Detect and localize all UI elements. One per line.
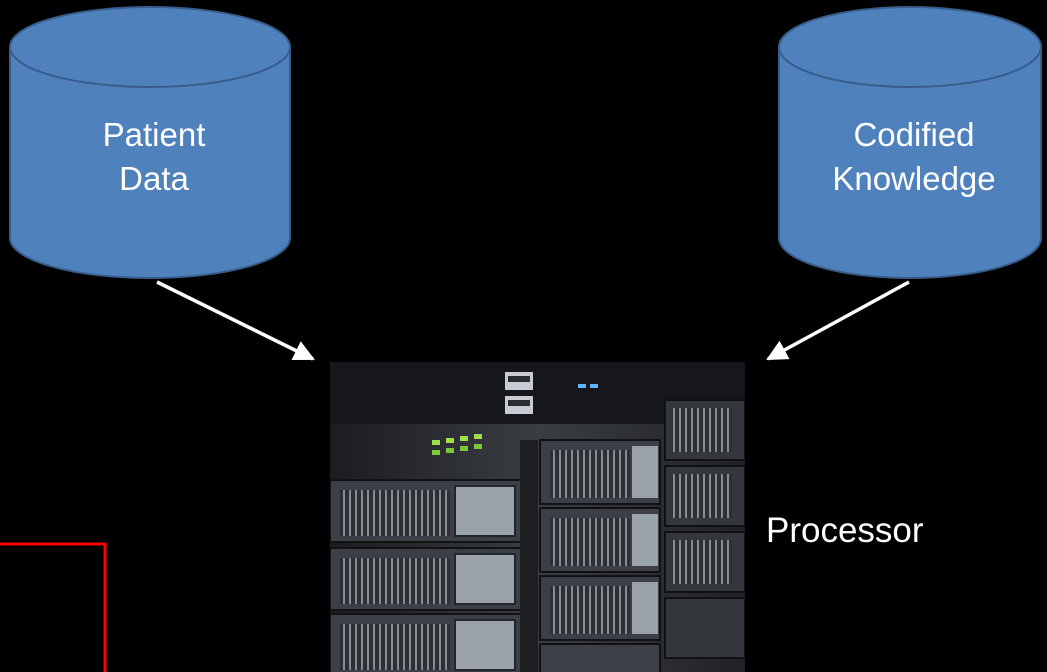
arrow-patient-to-processor (156, 280, 315, 361)
patient-data-label: Patient Data (20, 113, 288, 201)
patient-data-line2: Data (119, 160, 189, 197)
codified-knowledge-line1: Codified (853, 116, 975, 153)
server-rack-image (330, 362, 745, 672)
patient-data-line1: Patient (102, 116, 206, 153)
codified-knowledge-label: Codified Knowledge (786, 113, 1042, 201)
red-frame (0, 542, 107, 672)
codified-knowledge-cylinder (778, 6, 1042, 279)
codified-knowledge-line2: Knowledge (832, 160, 996, 197)
patient-data-cylinder (9, 6, 291, 279)
arrow-knowledge-to-processor (766, 280, 910, 361)
processor-label: Processor (766, 511, 924, 550)
